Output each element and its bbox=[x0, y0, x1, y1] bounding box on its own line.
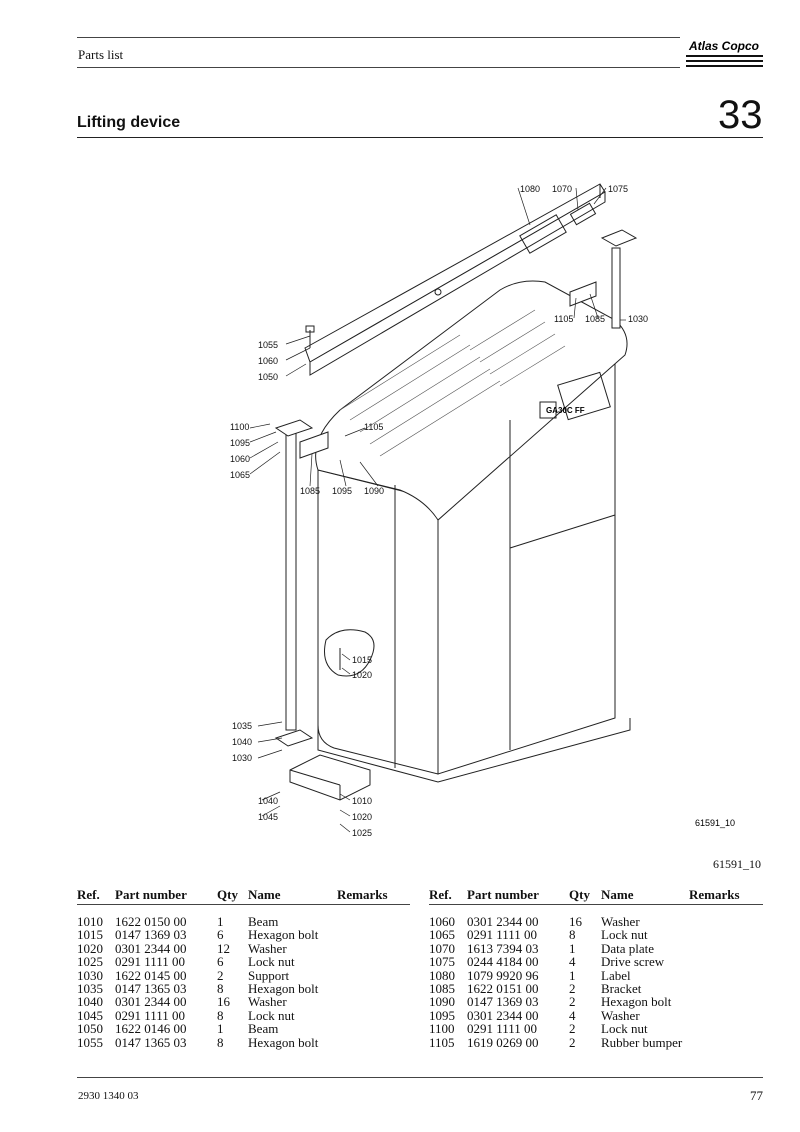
header-rule-top bbox=[77, 37, 680, 38]
col-header-remarks: Remarks bbox=[689, 887, 740, 902]
logo-text: Atlas Copco bbox=[688, 39, 759, 53]
footer-rule bbox=[77, 1077, 763, 1078]
callout-1050: 1050 bbox=[258, 372, 278, 382]
col-header-ref: Ref. bbox=[429, 887, 452, 902]
header-title: Parts list bbox=[78, 47, 124, 62]
callout-1090: 1090 bbox=[364, 486, 384, 496]
callout-1100: 1100 bbox=[230, 422, 249, 432]
col-header-part-number: Part number bbox=[115, 887, 187, 902]
col-header-remarks: Remarks bbox=[337, 887, 388, 902]
callout-1040-top: 1040 bbox=[232, 737, 252, 747]
callout-1030-right: 1030 bbox=[628, 314, 648, 324]
drawing-figure-id: 61591_10 bbox=[695, 818, 735, 828]
callout-labels: 1080 1070 1075 1105 1085 1030 1055 1060 … bbox=[230, 184, 648, 838]
callout-1065: 1065 bbox=[230, 470, 250, 480]
callout-1010: 1010 bbox=[352, 796, 372, 806]
section-title: Lifting device bbox=[77, 114, 181, 131]
drawing-lines bbox=[249, 183, 638, 833]
panel-model-label: GA30C FF bbox=[546, 406, 585, 415]
table-header-rule bbox=[429, 904, 763, 905]
callout-1075: 1075 bbox=[608, 184, 628, 194]
exploded-drawing: GA30C FF 1080 1070 1075 1105 1085 1030 1… bbox=[230, 183, 735, 838]
col-header-part-number: Part number bbox=[467, 887, 539, 902]
callout-1080: 1080 bbox=[520, 184, 540, 194]
callout-1095-left: 1095 bbox=[230, 438, 250, 448]
col-header-ref: Ref. bbox=[77, 887, 100, 902]
col-header-name: Name bbox=[601, 887, 634, 902]
callout-1020-inset: 1020 bbox=[352, 670, 372, 680]
callout-1040-bottom: 1040 bbox=[258, 796, 278, 806]
callout-1015: 1015 bbox=[352, 655, 372, 665]
callout-1085-left: 1085 bbox=[300, 486, 320, 496]
callout-1070: 1070 bbox=[552, 184, 572, 194]
callout-1025: 1025 bbox=[352, 828, 372, 838]
callout-1060-top: 1060 bbox=[258, 356, 278, 366]
callout-1105-right: 1105 bbox=[554, 314, 573, 324]
callout-1045: 1045 bbox=[258, 812, 278, 822]
callout-1020-bottom: 1020 bbox=[352, 812, 372, 822]
col-header-name: Name bbox=[248, 887, 281, 902]
callout-1105-left: 1105 bbox=[364, 422, 383, 432]
callout-1055: 1055 bbox=[258, 340, 278, 350]
atlas-copco-logo: Atlas Copco bbox=[686, 39, 763, 67]
table-header-rule bbox=[77, 904, 410, 905]
col-header-qty: Qty bbox=[217, 887, 238, 902]
callout-1030-left: 1030 bbox=[232, 753, 252, 763]
header-rule-bottom bbox=[77, 67, 680, 68]
section-rule bbox=[77, 137, 763, 138]
col-header-qty: Qty bbox=[569, 887, 590, 902]
callout-1060-left: 1060 bbox=[230, 454, 250, 464]
page-number: 77 bbox=[750, 1088, 763, 1103]
document-number: 2930 1340 03 bbox=[78, 1090, 139, 1102]
callout-1095-bottom: 1095 bbox=[332, 486, 352, 496]
section-number: 33 bbox=[718, 93, 763, 137]
figure-caption: 61591_10 bbox=[713, 857, 761, 871]
callout-1085-right: 1085 bbox=[585, 314, 605, 324]
callout-1035: 1035 bbox=[232, 721, 252, 731]
